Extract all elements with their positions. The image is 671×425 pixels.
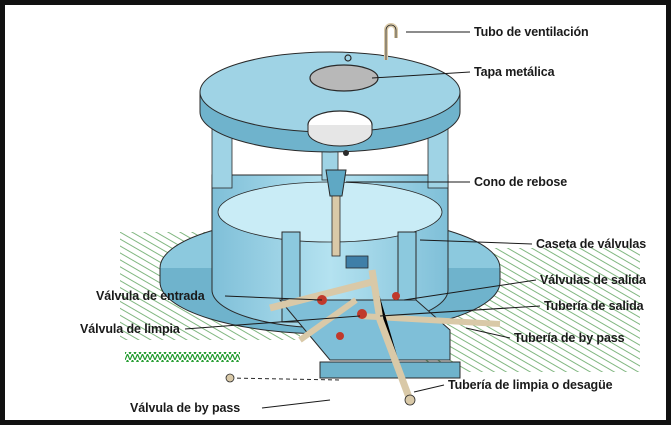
- label-tuberia-limpia: Tubería de limpia o desagüe: [448, 378, 613, 392]
- label-tapa-metalica: Tapa metálica: [474, 65, 555, 79]
- label-valvulas-salida: Válvulas de salida: [540, 273, 646, 287]
- label-valvula-limpia: Válvula de limpia: [80, 322, 180, 336]
- overflow-cone-icon: [325, 169, 347, 257]
- label-cono-rebose: Cono de rebose: [474, 175, 568, 189]
- label-caseta-valvulas: Caseta de válvulas: [536, 237, 647, 251]
- label-valvula-by-pass: Válvula de by pass: [130, 401, 241, 415]
- label-tuberia-salida: Tubería de salida: [544, 299, 644, 313]
- label-tubo-ventilacion: Tubo de ventilación: [474, 25, 589, 39]
- ventilation-pipe-icon: [384, 23, 398, 60]
- tank-body: [211, 127, 449, 329]
- tank-opening: [307, 110, 373, 147]
- tank-lid: [199, 51, 461, 156]
- label-valvula-entrada: Válvula de entrada: [96, 289, 205, 303]
- label-tuberia-by-pass: Tubería de by pass: [514, 331, 625, 345]
- pipes: [225, 255, 501, 406]
- leader-lines: [184, 31, 541, 409]
- valve-house: [278, 231, 461, 379]
